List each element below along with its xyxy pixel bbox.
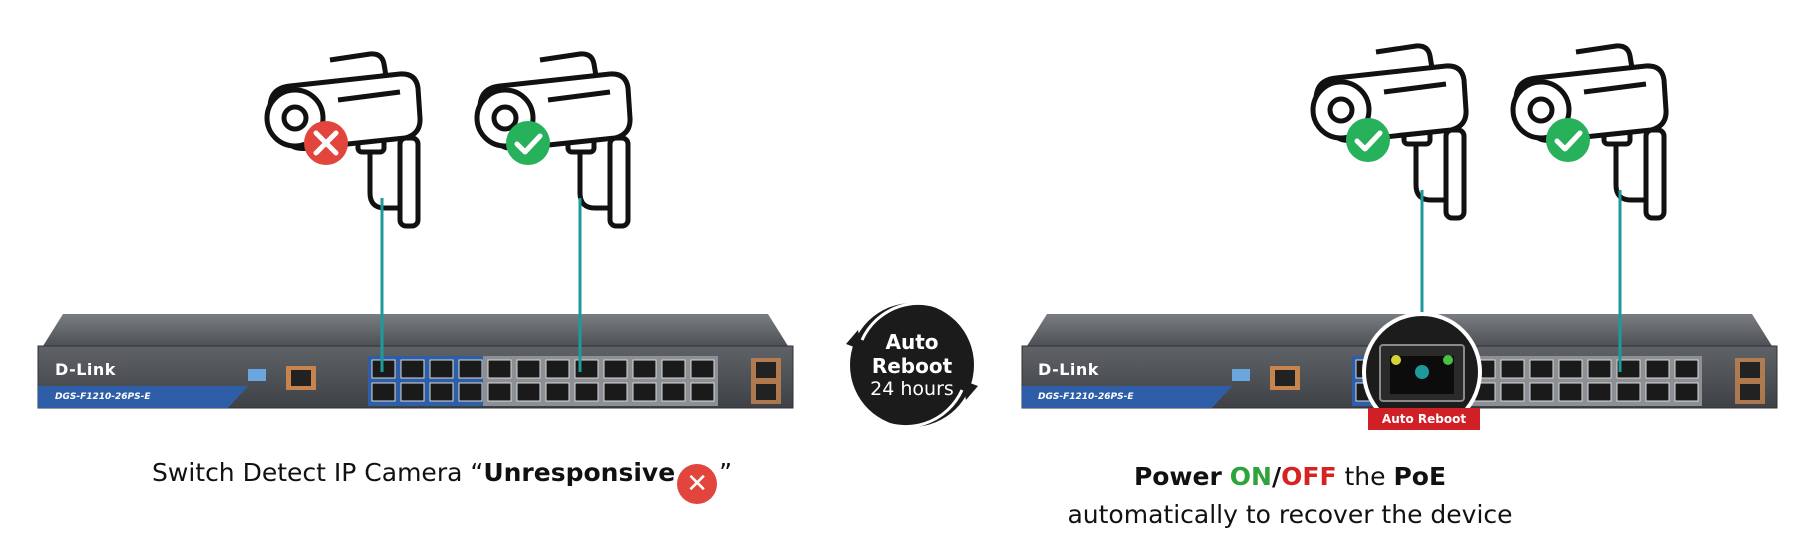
right-camera-1 (1313, 46, 1466, 218)
check-icon (506, 121, 550, 165)
left-camera-2 (477, 54, 630, 226)
rj45-port (632, 382, 657, 402)
rj45-port (661, 359, 686, 379)
left-switch-brand: D-Link (55, 360, 116, 379)
rj45-port (429, 382, 454, 402)
auto-reboot-line3: 24 hours (870, 378, 954, 400)
rj45-port (574, 382, 599, 402)
right-check-icon-1 (1346, 118, 1390, 162)
rj45-port (545, 359, 570, 379)
rj45-port (400, 382, 425, 402)
rj45-port (661, 382, 686, 402)
auto-reboot-line1: Auto (885, 330, 939, 354)
caption-the: the (1344, 462, 1386, 491)
rj45-port (1558, 359, 1583, 379)
caption-on: ON (1229, 462, 1272, 491)
rj45-port (632, 359, 657, 379)
rj45-port (400, 359, 425, 379)
left-caption-prefix: Switch Detect IP Camera “ (152, 458, 484, 487)
rj45-port (1674, 359, 1699, 379)
port-zoom-magnifier (1362, 312, 1482, 432)
rj45-port (1616, 359, 1641, 379)
unresponsive-x-icon: ✕ (677, 464, 718, 504)
rj45-port (371, 382, 396, 402)
right-camera-2 (1513, 46, 1666, 218)
left-caption-suffix: ” (719, 458, 733, 487)
right-switch-brand: D-Link (1038, 360, 1099, 379)
rj45-port (1529, 359, 1554, 379)
x-icon (304, 121, 348, 165)
caption-power: Power (1133, 462, 1222, 491)
rj45-port (487, 359, 512, 379)
left-caption-bold: Unresponsive (483, 458, 676, 487)
right-switch-model: DGS-F1210-26PS-E (1038, 392, 1134, 402)
rj45-port (545, 382, 570, 402)
right-caption: Power ON/OFF the PoE automatically to re… (1040, 458, 1540, 534)
left-port-grid (371, 359, 715, 402)
rj45-port (1500, 382, 1525, 402)
right-caption-line2: automatically to recover the device (1067, 500, 1513, 529)
left-switch-model: DGS-F1210-26PS-E (55, 392, 151, 402)
rj45-port (1616, 382, 1641, 402)
rj45-port (603, 382, 628, 402)
rj45-port (487, 382, 512, 402)
rj45-port (516, 359, 541, 379)
rj45-port (458, 359, 483, 379)
rj45-port (690, 382, 715, 402)
caption-off: OFF (1281, 462, 1337, 491)
auto-reboot-label: Auto Reboot 24 hours (852, 330, 972, 400)
right-check-icon-2 (1546, 118, 1590, 162)
caption-slash: / (1271, 462, 1282, 491)
rj45-port (1645, 382, 1670, 402)
auto-reboot-line2: Reboot (871, 354, 953, 378)
rj45-port (690, 359, 715, 379)
auto-reboot-cycle-icon (846, 301, 978, 429)
rj45-port (458, 382, 483, 402)
rj45-port (1500, 359, 1525, 379)
auto-reboot-badge: Auto Reboot (1368, 408, 1480, 430)
rj45-port (1587, 359, 1612, 379)
rj45-port (603, 359, 628, 379)
rj45-port (1558, 382, 1583, 402)
rj45-port (1645, 359, 1670, 379)
rj45-port (1587, 382, 1612, 402)
rj45-port (429, 359, 454, 379)
caption-poe: PoE (1393, 462, 1447, 491)
rj45-port (516, 382, 541, 402)
right-caption-line1: Power ON/OFF the PoE (1040, 458, 1540, 496)
left-caption: Switch Detect IP Camera “Unresponsive✕” (152, 458, 732, 504)
rj45-port (574, 359, 599, 379)
rj45-port (1529, 382, 1554, 402)
rj45-port (1674, 382, 1699, 402)
